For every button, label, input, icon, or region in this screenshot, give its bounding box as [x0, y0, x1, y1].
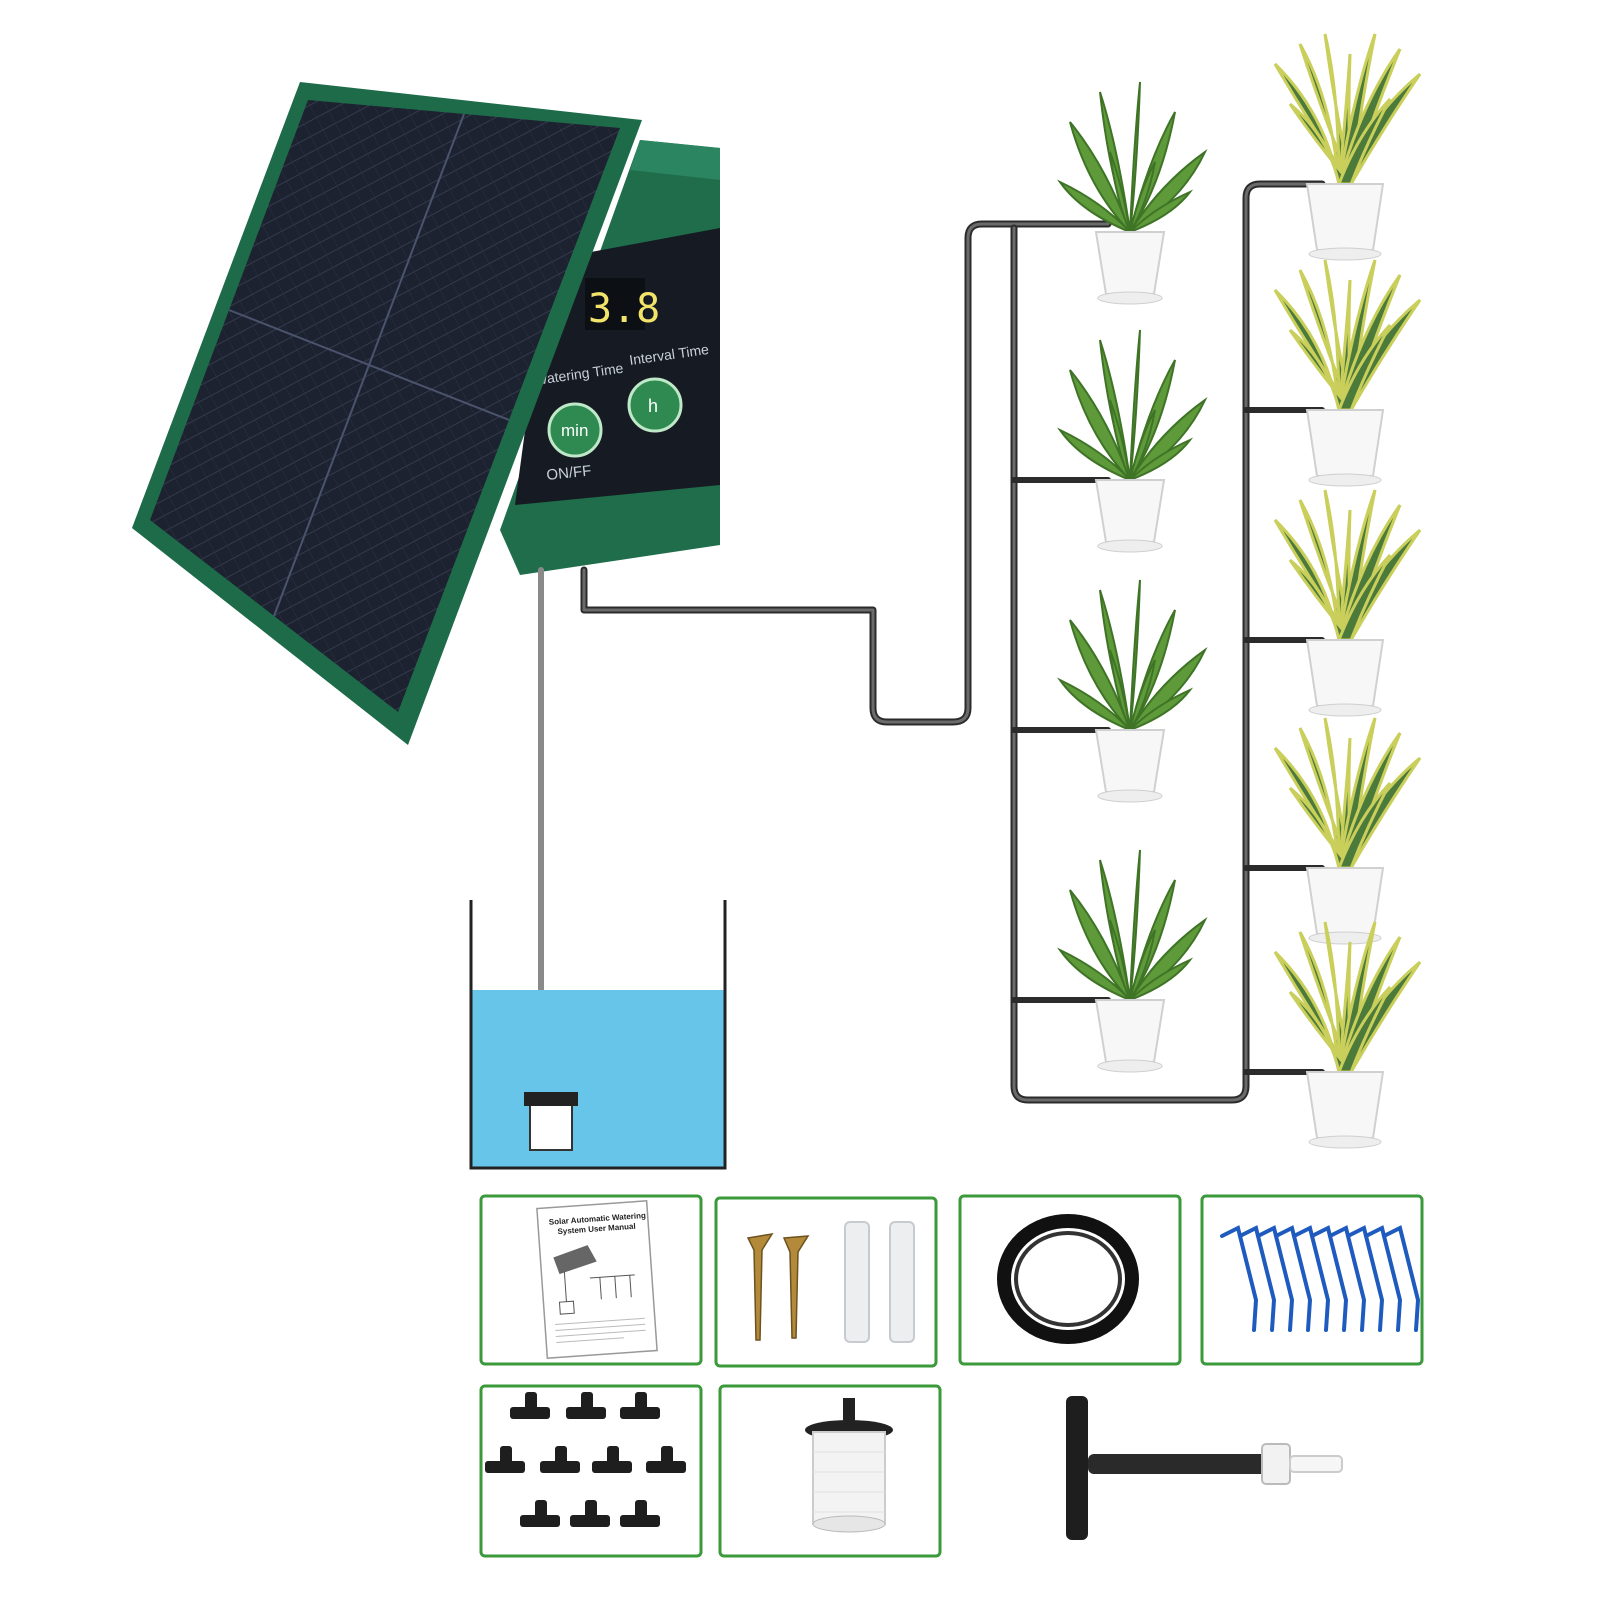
tube-coil-icon [997, 1214, 1139, 1344]
solar-panel-icon [150, 100, 620, 712]
plant-pot [1305, 183, 1385, 251]
plant-icon [1057, 849, 1208, 1073]
drip-stake [1346, 1225, 1385, 1332]
pot-saucer [1308, 247, 1382, 261]
tee-connector [646, 1446, 686, 1473]
plant-pot [1305, 1071, 1385, 1139]
plant-pot [1094, 231, 1166, 295]
pot-saucer [1097, 789, 1163, 803]
screws-box [714, 1196, 938, 1368]
lcd-value: 3.8 [588, 286, 660, 332]
plant-pot [1094, 729, 1166, 793]
drip-stake [1256, 1225, 1295, 1332]
plant-icon [1057, 81, 1208, 305]
plant-icon [1273, 717, 1422, 945]
pump-filter-icon [805, 1398, 893, 1533]
tee-connector [592, 1446, 632, 1473]
h-button-label: h [648, 396, 658, 416]
tee-connector [520, 1500, 560, 1527]
drip-stake [1364, 1225, 1403, 1332]
drip-stakes-box [1200, 1194, 1424, 1366]
tee-connector-icon [485, 1392, 686, 1527]
tee-connector [510, 1392, 550, 1419]
min-button[interactable] [547, 402, 603, 458]
plant-icon [1057, 579, 1208, 803]
pump-cap [524, 1092, 578, 1106]
tee-connector [570, 1500, 610, 1527]
water [471, 990, 725, 1168]
water-bucket [469, 900, 727, 1170]
lcd-display [585, 278, 645, 330]
plant-pot [1305, 409, 1385, 477]
drip-stake [1382, 1225, 1421, 1332]
plant-pot [1094, 999, 1166, 1063]
drip-stake-icon [1220, 1225, 1421, 1332]
pot-saucer [1308, 703, 1382, 717]
tee-connector [540, 1446, 580, 1473]
valve-icon [1066, 1396, 1343, 1540]
pot-saucer [1097, 1059, 1163, 1073]
drip-stake [1292, 1225, 1331, 1332]
pot-saucer [1308, 473, 1382, 487]
right-branches [1243, 407, 1325, 1075]
manual-icon: Solar Automatic Watering System User Man… [536, 1200, 658, 1359]
tube-coil-inner [1014, 1231, 1122, 1327]
pump-filter-icon [529, 1101, 573, 1151]
drip-stake [1238, 1225, 1277, 1332]
plant-icon [1273, 259, 1422, 487]
plant-pot [1305, 867, 1385, 935]
min-button-label: min [561, 421, 588, 440]
plant-icon [1273, 33, 1422, 261]
solar-controller: 3.8 Watering Time Interval Time min h ON… [132, 82, 720, 745]
pot-saucer [1308, 1135, 1382, 1149]
controller-top [630, 140, 720, 180]
wall-anchor-icon [844, 1221, 915, 1343]
pot-saucer [1097, 539, 1163, 553]
panel-divider [228, 309, 510, 421]
drip-stake [1310, 1225, 1349, 1332]
plant-pot [1305, 639, 1385, 707]
pot-saucer [1097, 291, 1163, 305]
tee-connector [620, 1500, 660, 1527]
accessories: Solar Automatic Watering System User Man… [479, 1194, 1424, 1558]
screw-icon [746, 1232, 810, 1341]
tee-connector [485, 1446, 525, 1473]
plant-icon [1273, 921, 1422, 1149]
tee-connector [566, 1392, 606, 1419]
drip-stake [1220, 1225, 1259, 1332]
plant-icon [1273, 489, 1422, 717]
drip-stake [1328, 1225, 1367, 1332]
tee-connector [620, 1392, 660, 1419]
plant-icon [1057, 329, 1208, 553]
plants [1057, 33, 1422, 1149]
onoff-label: ON/FF [546, 462, 593, 484]
plant-pot [1094, 479, 1166, 543]
h-button[interactable] [627, 377, 683, 433]
drip-stake [1274, 1225, 1313, 1332]
